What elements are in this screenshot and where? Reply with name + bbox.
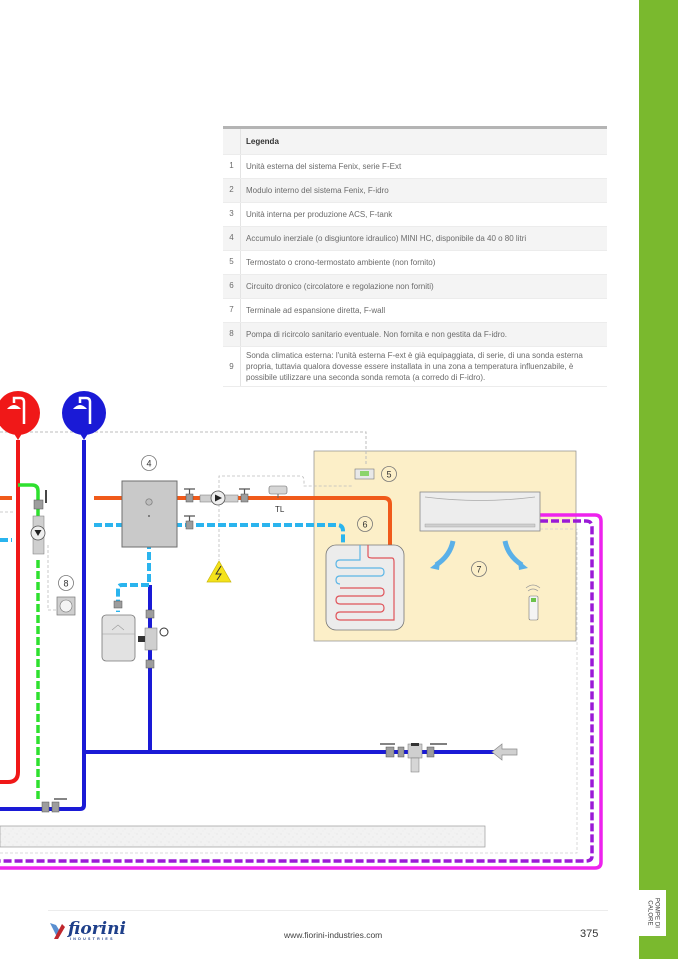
room-thermostat-icon [354, 468, 375, 480]
radiant-circuit-icon [325, 544, 405, 631]
legend-row: 5 Termostato o crono-termostato ambiente … [223, 251, 607, 275]
refrigerant-gas-line [0, 513, 603, 870]
legend-number: 6 [223, 275, 241, 298]
legend-table: Legenda 1 Unità esterna del sistema Fenix… [223, 126, 607, 387]
footer-divider [48, 910, 608, 911]
control-wire [0, 431, 367, 466]
recirculation-pump-icon [30, 515, 46, 555]
legend-text: Unità esterna del sistema Fenix, serie F… [246, 162, 402, 171]
legend-row: 8 Pompa di ricircolo sanitario eventuale.… [223, 323, 607, 347]
remote-control-icon [525, 584, 541, 621]
safety-thermostat-icon [268, 485, 288, 498]
legend-text: Termostato o crono-termostato ambiente (… [246, 258, 436, 267]
buffer-drain [116, 530, 151, 612]
legend-row: 7 Terminale ad espansione diretta, F-wall [223, 299, 607, 323]
water-inlet-arrow-icon [491, 743, 518, 761]
valve-icon [239, 488, 250, 503]
legend-number: 1 [223, 155, 241, 178]
airflow-arrow-icon [502, 540, 528, 570]
section-color-bar [639, 0, 678, 959]
circulator-pump-icon [199, 490, 239, 506]
svg-text:5: 5 [386, 470, 391, 480]
floor-slab [0, 825, 486, 848]
cold-water-pipe [0, 440, 86, 811]
legend-number: 4 [223, 227, 241, 250]
recirculation-pipe [18, 483, 40, 520]
legend-text: Sonda climatica esterna: l'unità esterna… [246, 351, 583, 382]
callout-5: 5 [381, 466, 397, 482]
fiorini-logo: fiorini INDUSTRIES [48, 919, 132, 943]
legend-text: Modulo interno del sistema Fenix, F-idro [246, 186, 389, 195]
airflow-arrow-icon [430, 540, 456, 570]
tl-label: TL [275, 505, 285, 514]
legend-number: 8 [223, 323, 241, 346]
refrigerant-liquid-line [0, 519, 594, 863]
wall-dashed [0, 528, 578, 854]
svg-text:6: 6 [362, 520, 367, 530]
legend-number: 9 [223, 347, 241, 386]
svg-text:8: 8 [63, 579, 68, 589]
timer-icon [56, 596, 76, 616]
recirculation-valve-icon [33, 490, 47, 510]
legend-row: 3 Unità interna per produzione ACS, F-tan… [223, 203, 607, 227]
recirculation-check-valve-icon [41, 798, 67, 813]
water-inlet-filter-icon [380, 743, 447, 773]
svg-text:4: 4 [146, 459, 151, 469]
legend-header-row: Legenda [223, 129, 607, 155]
legend-number: 5 [223, 251, 241, 274]
callout-4: 4 [141, 455, 157, 471]
legend-title: Legenda [246, 137, 279, 146]
hydraulic-diagram: 4 TL 8 [0, 391, 603, 870]
logo-wordmark: fiorini [68, 919, 126, 939]
callout-7: 7 [471, 561, 487, 577]
electrical-warning-icon [206, 560, 232, 583]
website-link[interactable]: www.fiorini-industries.com [284, 930, 383, 940]
legend-row: 1 Unità esterna del sistema Fenix, serie … [223, 155, 607, 179]
callout-6: 6 [357, 516, 373, 532]
page-number: 375 [580, 928, 599, 940]
cold-water-outlet-icon [62, 391, 106, 440]
logo-mark-icon [50, 923, 65, 939]
valve-icon [184, 515, 195, 530]
wall-split-unit-icon [419, 491, 541, 532]
buffer-tank-icon [121, 480, 178, 548]
legend-number: 2 [223, 179, 241, 202]
callout-8: 8 [58, 575, 74, 591]
legend-row: 6 Circuito dronico (circolatore e regolaz… [223, 275, 607, 299]
legend-text: Unità interna per produzione ACS, F-tank [246, 210, 393, 219]
heating-return-out [174, 523, 345, 545]
legend-row: 2 Modulo interno del sistema Fenix, F-idr… [223, 179, 607, 203]
legend-text: Terminale ad espansione diretta, F-wall [246, 306, 386, 315]
expansion-vessel-icon [101, 600, 136, 662]
legend-text: Pompa di ricircolo sanitario eventuale. … [246, 330, 508, 339]
legend-row: 4 Accumulo inerziale (o disgiuntore idrau… [223, 227, 607, 251]
hot-water-pipe [0, 440, 20, 784]
section-tab-line1: POMPE DI [653, 897, 659, 929]
svg-text:7: 7 [476, 565, 481, 575]
section-tab-line2: CALORE [646, 900, 653, 926]
legend-text: Circuito dronico (circolatore e regolazi… [246, 282, 434, 291]
legend-number: 3 [223, 203, 241, 226]
heating-flow-out [174, 496, 392, 545]
legend-text: Accumulo inerziale (o disgiuntore idraul… [246, 234, 527, 243]
pump8-wire [47, 545, 56, 611]
hot-water-outlet-icon [0, 391, 40, 440]
legend-number: 7 [223, 299, 241, 322]
thermostat-wire [218, 475, 352, 498]
safety-group-icon [138, 609, 169, 669]
logo-subtitle: INDUSTRIES [70, 937, 115, 941]
valve-icon [184, 488, 195, 503]
